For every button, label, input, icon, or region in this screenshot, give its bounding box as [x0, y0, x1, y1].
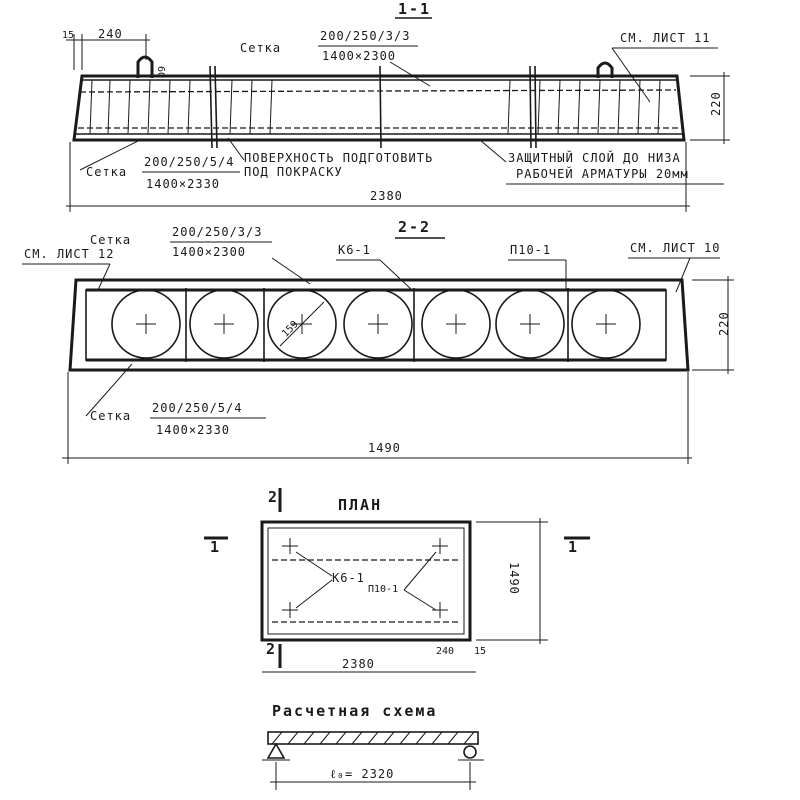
- void: [267, 289, 337, 359]
- design-scheme: Расчетная схема ℓ₀= 2320: [262, 702, 484, 790]
- plan-embedded-parts: [272, 538, 460, 623]
- anchor-left: [209, 65, 213, 149]
- setka-top-denominator: 1400×2300: [322, 49, 396, 63]
- section-2-2-title: 2-2: [398, 218, 431, 236]
- stirrups: [89, 79, 661, 135]
- leader-setka-bottom-2: [85, 363, 133, 417]
- inner-cage: [85, 289, 667, 361]
- plan-title: ПЛАН: [338, 496, 382, 514]
- plan-p10-1: П10-1: [368, 584, 398, 595]
- anchor-mid: [379, 65, 382, 149]
- lifting-loop-right: [596, 61, 614, 78]
- void: [571, 289, 641, 359]
- setka-top-numerator-2: 200/250/3/3: [172, 225, 262, 239]
- lifting-loop-left: [136, 55, 154, 78]
- plan-outline: [260, 520, 472, 642]
- note-surface-1: ПОВЕРХНОСТЬ ПОДГОТОВИТЬ: [244, 151, 433, 165]
- leader-ref-12: [97, 263, 111, 291]
- dim-220-b: 220: [717, 311, 731, 336]
- plan-k6-1: К6-1: [332, 571, 365, 585]
- scheme-hatch: [271, 731, 475, 745]
- void: [111, 289, 181, 359]
- k6-1-label: К6-1: [338, 243, 371, 257]
- leader-ref-11: [611, 47, 651, 103]
- setka-bottom-label: Сетка: [86, 165, 127, 179]
- hollow-voids: [111, 289, 641, 359]
- slab-outline: [68, 278, 690, 372]
- leader-k6-1: [379, 259, 413, 291]
- anchor-right: [529, 65, 532, 149]
- void: [421, 289, 491, 359]
- pin-support-left: [266, 742, 286, 759]
- plan-dim-1490: 1490: [507, 562, 521, 595]
- section-1-1-title: 1-1: [398, 0, 431, 18]
- scheme-span: ℓ₀= 2320: [330, 767, 394, 781]
- ref-sheet-11: СМ. ЛИСТ 11: [620, 31, 710, 45]
- note-cover-1: ЗАЩИТНЫЙ СЛОЙ ДО НИЗА: [508, 150, 681, 165]
- note-cover-2: РАБОЧЕЙ АРМАТУРЫ 20мм: [516, 166, 689, 181]
- cut-2-bottom: 2: [266, 640, 277, 658]
- dim-2380: 2380: [370, 189, 403, 203]
- setka-bottom-label-2: Сетка: [90, 409, 131, 423]
- dim-240: 240: [98, 27, 123, 41]
- setka-top-label: Сетка: [240, 41, 281, 55]
- plan-dim-240: 240: [436, 646, 454, 657]
- p10-1-label: П10-1: [510, 243, 551, 257]
- leader-surface: [227, 137, 245, 161]
- section-1-1: 1-1 15: [62, 0, 730, 212]
- setka-label-2: Сетка: [90, 233, 131, 247]
- plan-view: ПЛАН 2 1 1 К6-1 П10-1 1490 2 2380 240: [204, 488, 590, 673]
- scheme-beam: [267, 731, 479, 745]
- setka-bottom-denominator: 1400×2330: [146, 177, 220, 191]
- leader-setka-top: [389, 61, 431, 87]
- void: [495, 289, 565, 359]
- leader-p10-1-plan: [403, 551, 437, 591]
- leader-cover: [479, 139, 507, 163]
- scheme-title: Расчетная схема: [272, 702, 437, 720]
- setka-top-denominator-2: 1400×2300: [172, 245, 246, 259]
- void: [343, 289, 413, 359]
- ref-sheet-10: СМ. ЛИСТ 10: [630, 241, 720, 255]
- roller-support-right: [463, 745, 477, 759]
- cut-2-top: 2: [268, 488, 279, 506]
- plan-dim-2380: 2380: [342, 657, 375, 671]
- leader-ref-10: [675, 257, 691, 293]
- setka-bottom-numerator-2: 200/250/5/4: [152, 401, 242, 415]
- dim-15: 15: [62, 30, 74, 41]
- beam-outline: [72, 74, 686, 142]
- setka-top-numerator: 200/250/3/3: [320, 29, 410, 43]
- dim-159: 159: [280, 319, 301, 340]
- cut-1-right: 1: [568, 538, 579, 556]
- section-2-2: 2-2 Сетка 200/250/3/3 1400×2300 СМ. ЛИСТ…: [22, 218, 734, 464]
- setka-bottom-numerator: 200/250/5/4: [144, 155, 234, 169]
- void: [189, 289, 259, 359]
- top-mesh-line: [79, 89, 677, 93]
- dim-60: 60: [155, 66, 166, 78]
- leader-setka-bottom: [79, 139, 141, 171]
- leader-k6-1-plan: [295, 551, 333, 577]
- cut-1-left: 1: [210, 538, 221, 556]
- setka-bottom-denominator-2: 1400×2330: [156, 423, 230, 437]
- note-surface-2: ПОД ПОКРАСКУ: [244, 165, 343, 179]
- ref-sheet-12: СМ. ЛИСТ 12: [24, 247, 114, 261]
- plan-dim-15: 15: [474, 646, 486, 657]
- dim-1490: 1490: [368, 441, 401, 455]
- dim-220: 220: [709, 91, 723, 116]
